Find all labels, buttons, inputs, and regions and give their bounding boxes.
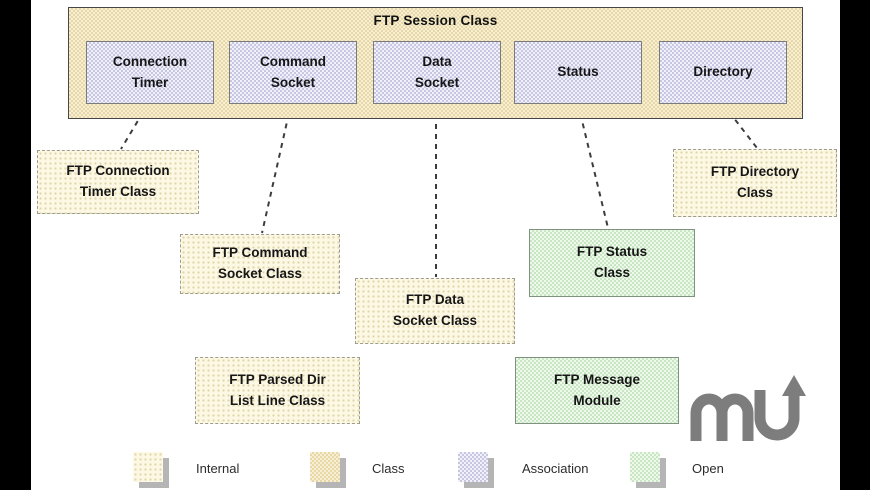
- legend-swatch-association: [458, 452, 488, 482]
- class-ftp-data-socket: FTP Data Socket Class: [355, 278, 515, 344]
- session-title: FTP Session Class: [373, 13, 498, 28]
- member-connection-timer: Connection Timer: [86, 41, 214, 104]
- class-label: FTP Message Module: [553, 371, 641, 408]
- class-ftp-directory: FTP Directory Class: [673, 149, 837, 217]
- member-directory: Directory: [659, 41, 787, 104]
- letterbox-right: [840, 0, 870, 490]
- member-status: Status: [514, 41, 642, 104]
- class-label: FTP Data Socket Class: [392, 292, 478, 328]
- class-label: FTP Directory Class: [710, 164, 800, 200]
- class-label: FTP Connection Timer Class: [66, 163, 170, 199]
- legend-swatch-class: [310, 452, 340, 482]
- class-label: FTP Parsed Dir List Line Class: [229, 371, 326, 408]
- member-label: Status: [557, 64, 599, 80]
- class-ftp-command-socket: FTP Command Socket Class: [180, 234, 340, 294]
- letterbox-left: [0, 0, 31, 490]
- member-command-socket: Command Socket: [229, 41, 357, 104]
- line-status: [577, 103, 609, 229]
- class-ftp-parsed-dir-list-line: FTP Parsed Dir List Line Class: [195, 357, 360, 424]
- member-label: Command Socket: [259, 54, 326, 90]
- class-ftp-status: FTP Status Class: [529, 229, 695, 297]
- class-label: FTP Command Socket Class: [212, 245, 308, 281]
- logo-m-right-arch: [716, 393, 754, 441]
- logo-u-arrow-stem: [754, 390, 800, 441]
- ftp-session-class-container: FTP Session Class Connection Timer Comma…: [68, 7, 803, 119]
- legend-label-internal: Internal: [196, 461, 240, 476]
- legend-swatch-open: [630, 452, 660, 482]
- legend-label-open: Open: [692, 461, 724, 476]
- class-ftp-connection-timer: FTP Connection Timer Class: [37, 150, 199, 214]
- legend-label-class: Class: [372, 461, 405, 476]
- member-data-socket: Data Socket: [373, 41, 501, 104]
- line-command-socket: [261, 103, 292, 234]
- legend-swatch-internal: [133, 452, 163, 482]
- class-label: FTP Status Class: [576, 244, 648, 280]
- line-connection-timer: [120, 103, 149, 150]
- member-label: Data Socket: [414, 54, 460, 90]
- mu-arrow-logo-icon: [690, 375, 806, 441]
- logo-arrow-head: [782, 375, 806, 396]
- member-label: Connection Timer: [112, 54, 188, 90]
- member-label: Directory: [693, 64, 753, 80]
- class-ftp-message-module: FTP Message Module: [515, 357, 679, 424]
- legend-label-association: Association: [522, 461, 589, 476]
